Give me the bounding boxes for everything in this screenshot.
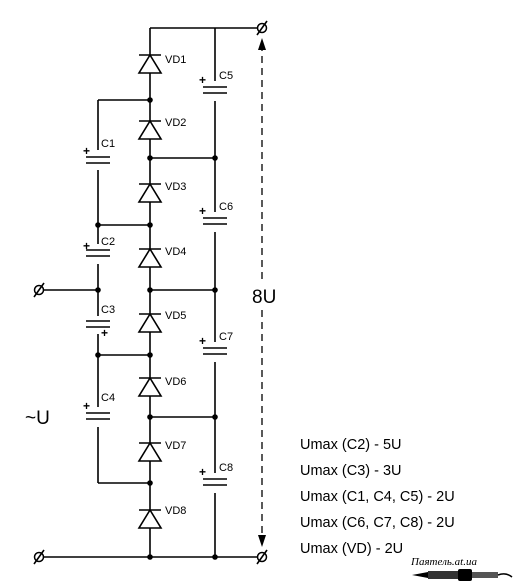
capacitor-c7: + C7 xyxy=(199,331,233,362)
rating-c6-c7-c8: Umax (C6, C7, C8) - 2U xyxy=(300,515,455,531)
capacitor-c6-label: C6 xyxy=(219,201,233,213)
capacitor-c7-label: C7 xyxy=(219,331,233,343)
capacitor-c6-plus: + xyxy=(199,204,206,218)
capacitor-c1: + C1 xyxy=(83,138,115,170)
rating-vd: Umax (VD) - 2U xyxy=(300,541,404,557)
diode-vd1-label: VD1 xyxy=(165,54,186,66)
diode-vd2-label: VD2 xyxy=(165,117,186,129)
input-terminal-bottom-left xyxy=(33,549,45,565)
capacitor-c4: + C4 xyxy=(83,392,115,427)
capacitor-c5-label: C5 xyxy=(219,70,233,82)
capacitor-c6: + C6 xyxy=(199,201,233,232)
junction-dots xyxy=(95,97,218,560)
input-voltage-label: ~U xyxy=(25,408,50,429)
capacitor-c5: + C5 xyxy=(199,70,233,101)
diode-vd6: VD6 xyxy=(137,376,186,397)
output-voltage-label: 8U xyxy=(252,287,276,308)
capacitor-c2-label: C2 xyxy=(101,236,115,248)
capacitor-c8: + C8 xyxy=(199,462,233,493)
voltage-ratings-list: Umax (C2) - 5U Umax (C3) - 3U Umax (C1, … xyxy=(300,432,455,562)
capacitor-c3-label: C3 xyxy=(101,304,115,316)
watermark-text: Паятель.at.ua xyxy=(411,556,477,568)
capacitor-c5-plus: + xyxy=(199,73,206,87)
capacitor-c2-plus: + xyxy=(83,239,90,253)
diode-vd3-label: VD3 xyxy=(165,181,186,193)
diode-vd7: VD7 xyxy=(137,440,186,462)
capacitor-c3: + C3 xyxy=(84,304,115,340)
diode-vd5: VD5 xyxy=(137,310,186,333)
capacitor-c7-plus: + xyxy=(199,334,206,348)
capacitor-c8-label: C8 xyxy=(219,462,233,474)
wires xyxy=(44,27,258,558)
diode-vd7-label: VD7 xyxy=(165,440,186,452)
diode-vd4-label: VD4 xyxy=(165,246,186,258)
capacitor-c1-plus: + xyxy=(83,144,90,158)
capacitor-c2: + C2 xyxy=(83,236,115,264)
output-voltage-arrow: 8U xyxy=(252,38,276,547)
capacitor-c4-plus: + xyxy=(83,399,90,413)
capacitor-c4-label: C4 xyxy=(101,392,115,404)
rating-c2: Umax (C2) - 5U xyxy=(300,437,402,453)
diode-vd5-label: VD5 xyxy=(165,310,186,322)
output-terminal-top xyxy=(256,20,268,36)
capacitor-c3-plus: + xyxy=(101,326,108,340)
rating-c1-c4-c5: Umax (C1, C4, C5) - 2U xyxy=(300,489,455,505)
input-terminal-left xyxy=(33,282,45,298)
diode-vd8: VD8 xyxy=(137,505,186,529)
soldering-iron-icon xyxy=(412,569,513,581)
capacitor-c8-plus: + xyxy=(199,465,206,479)
diode-vd8-label: VD8 xyxy=(165,505,186,517)
output-terminal-bottom xyxy=(256,549,268,565)
diode-vd6-label: VD6 xyxy=(165,376,186,388)
rating-c3: Umax (C3) - 3U xyxy=(300,463,402,479)
diode-vd4: VD4 xyxy=(137,246,186,268)
diode-vd2: VD2 xyxy=(137,117,186,140)
diode-vd3: VD3 xyxy=(137,181,186,203)
capacitor-c1-label: C1 xyxy=(101,138,115,150)
diode-vd1: VD1 xyxy=(137,53,186,74)
